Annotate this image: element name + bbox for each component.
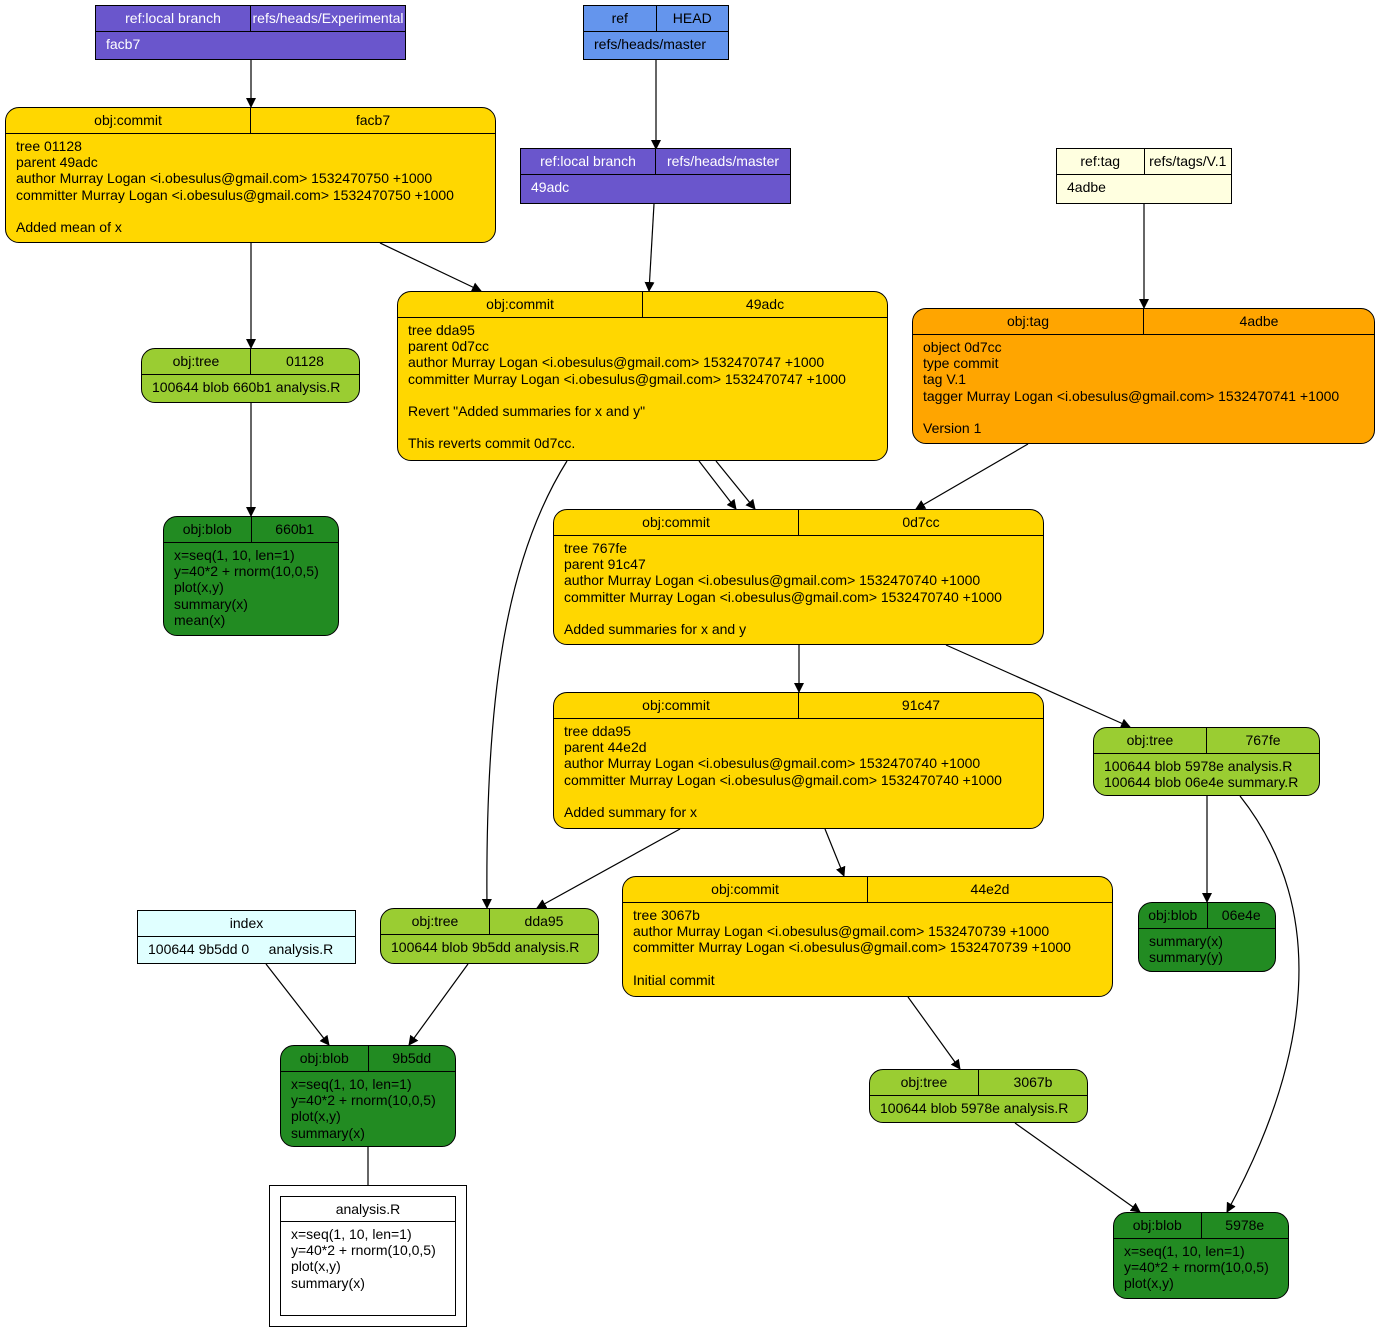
node-body: 49adc bbox=[531, 179, 570, 195]
file-name: analysis.R bbox=[335, 1201, 401, 1217]
node-type: obj:commit bbox=[642, 514, 710, 530]
node-body: 100644 9b5dd 0 analysis.R bbox=[148, 941, 334, 957]
node-body: 100644 blob 660b1 analysis.R bbox=[152, 379, 341, 395]
tree-3067b[interactable]: obj:tree 3067b 100644 blob 5978e analysis… bbox=[869, 1069, 1088, 1123]
tree-01128[interactable]: obj:tree 01128 100644 blob 660b1 analysis… bbox=[141, 348, 360, 403]
file-content: x=seq(1, 10, len=1) y=40*2 + rnorm(10,0,… bbox=[291, 1226, 436, 1291]
index[interactable]: index 100644 9b5dd 0 analysis.R bbox=[137, 910, 356, 964]
node-id: 767fe bbox=[1206, 728, 1319, 753]
node-type: ref:local branch bbox=[125, 10, 221, 26]
tree-dda95[interactable]: obj:tree dda95 100644 blob 9b5dd analysis… bbox=[380, 908, 599, 964]
edge-tree-767fe-to-blob-5978e bbox=[1226, 795, 1300, 1213]
node-id: 660b1 bbox=[250, 517, 339, 542]
node-type: obj:blob bbox=[182, 521, 232, 537]
node-type: index bbox=[229, 915, 264, 931]
node-body: tree dda95 parent 0d7cc author Murray Lo… bbox=[408, 322, 846, 452]
tag-4adbe[interactable]: obj:tag 4adbe object 0d7cc type commit ta… bbox=[912, 308, 1375, 444]
node-id: refs/heads/Experimental bbox=[250, 6, 405, 31]
commit-49adc[interactable]: obj:commit 49adc tree dda95 parent 0d7cc … bbox=[397, 291, 888, 461]
edge-tree-dda95-to-blob-9b5dd bbox=[408, 963, 469, 1046]
node-type: ref:tag bbox=[1080, 153, 1121, 169]
node-id: 5978e bbox=[1200, 1213, 1289, 1238]
node-type: ref:local branch bbox=[540, 153, 636, 169]
node-body: 100644 blob 9b5dd analysis.R bbox=[391, 939, 580, 955]
blob-06e4e[interactable]: obj:blob 06e4e summary(x) summary(y) bbox=[1138, 902, 1276, 972]
node-type: obj:tag bbox=[1006, 313, 1050, 329]
blob-5978e[interactable]: obj:blob 5978e x=seq(1, 10, len=1) y=40*2… bbox=[1113, 1212, 1289, 1299]
edge-tree-3067b-to-blob-5978e bbox=[1014, 1122, 1141, 1213]
node-body: facb7 bbox=[106, 36, 141, 52]
edge-commit-facb7-to-commit-49adc bbox=[379, 242, 482, 292]
node-id: 0d7cc bbox=[798, 510, 1043, 535]
edge-commit-0d7cc-to-tree-767fe bbox=[945, 644, 1131, 728]
node-type: obj:blob bbox=[299, 1050, 349, 1066]
node-type: obj:commit bbox=[642, 697, 710, 713]
ref-master-branch[interactable]: ref:local branch refs/heads/master 49adc bbox=[520, 148, 791, 204]
node-body: object 0d7cc type commit tag V.1 tagger … bbox=[923, 339, 1340, 437]
edge-commit-49adc-to-tree-dda95 bbox=[481, 460, 568, 909]
node-type: obj:tree bbox=[411, 913, 459, 929]
node-body: x=seq(1, 10, len=1) y=40*2 + rnorm(10,0,… bbox=[174, 547, 319, 628]
node-id: facb7 bbox=[250, 108, 495, 133]
node-id: dda95 bbox=[489, 909, 598, 934]
node-id: refs/heads/master bbox=[655, 149, 790, 174]
edge-commit-49adc-to-commit-0d7cc-a bbox=[698, 460, 737, 510]
edge-commit-44e2d-to-tree-3067b bbox=[907, 996, 961, 1070]
tree-767fe[interactable]: obj:tree 767fe 100644 blob 5978e analysis… bbox=[1093, 727, 1320, 796]
node-type: ref bbox=[611, 10, 628, 26]
node-id: HEAD bbox=[655, 6, 729, 31]
commit-91c47[interactable]: obj:commit 91c47 tree dda95 parent 44e2d … bbox=[553, 692, 1044, 829]
node-body: 100644 blob 5978e analysis.R bbox=[880, 1100, 1069, 1116]
working-file-analysis-r[interactable]: analysis.R x=seq(1, 10, len=1) y=40*2 + … bbox=[280, 1196, 456, 1316]
node-id: 44e2d bbox=[867, 877, 1112, 902]
node-id: 91c47 bbox=[798, 693, 1043, 718]
node-type: obj:tree bbox=[172, 353, 220, 369]
node-id: 06e4e bbox=[1206, 903, 1276, 928]
node-type: obj:blob bbox=[1132, 1217, 1182, 1233]
node-body: summary(x) summary(y) bbox=[1149, 933, 1223, 966]
edge-tag-4adbe-to-commit-0d7cc bbox=[915, 443, 1029, 510]
node-body: refs/heads/master bbox=[594, 36, 707, 52]
node-id: 4adbe bbox=[1143, 309, 1374, 334]
node-body: 100644 blob 5978e analysis.R 100644 blob… bbox=[1104, 758, 1299, 791]
node-id: 49adc bbox=[642, 292, 887, 317]
node-id: 01128 bbox=[250, 349, 359, 374]
commit-0d7cc[interactable]: obj:commit 0d7cc tree 767fe parent 91c47 … bbox=[553, 509, 1044, 645]
node-type: obj:commit bbox=[711, 881, 779, 897]
node-body: x=seq(1, 10, len=1) y=40*2 + rnorm(10,0,… bbox=[291, 1076, 436, 1141]
node-body: 4adbe bbox=[1067, 179, 1106, 195]
node-id: 3067b bbox=[978, 1070, 1087, 1095]
commit-facb7[interactable]: obj:commit facb7 tree 01128 parent 49adc … bbox=[5, 107, 496, 243]
node-id: refs/tags/V.1 bbox=[1143, 149, 1232, 174]
commit-44e2d[interactable]: obj:commit 44e2d tree 3067b author Murray… bbox=[622, 876, 1113, 997]
node-body: tree 01128 parent 49adc author Murray Lo… bbox=[16, 138, 454, 236]
node-body: tree 767fe parent 91c47 author Murray Lo… bbox=[564, 540, 1002, 638]
blob-660b1[interactable]: obj:blob 660b1 x=seq(1, 10, len=1) y=40*2… bbox=[163, 516, 339, 636]
blob-9b5dd[interactable]: obj:blob 9b5dd x=seq(1, 10, len=1) y=40*2… bbox=[280, 1045, 456, 1147]
node-body: tree 3067b author Murray Logan <i.obesul… bbox=[633, 907, 1071, 988]
ref-tag-v1[interactable]: ref:tag refs/tags/V.1 4adbe bbox=[1056, 148, 1232, 204]
node-type: obj:tree bbox=[900, 1074, 948, 1090]
edge-master-to-commit-49adc bbox=[644, 203, 655, 292]
node-type: obj:commit bbox=[486, 296, 554, 312]
edge-commit-91c47-to-tree-dda95 bbox=[536, 828, 681, 909]
node-body: x=seq(1, 10, len=1) y=40*2 + rnorm(10,0,… bbox=[1124, 1243, 1269, 1292]
node-type: obj:commit bbox=[94, 112, 162, 128]
node-type: obj:tree bbox=[1126, 732, 1174, 748]
edge-commit-91c47-to-commit-44e2d bbox=[824, 828, 846, 877]
edge-index-to-blob-9b5dd bbox=[265, 963, 330, 1046]
edge-commit-49adc-to-commit-0d7cc-b bbox=[715, 460, 756, 510]
node-id: 9b5dd bbox=[367, 1046, 456, 1071]
ref-head[interactable]: ref HEAD refs/heads/master bbox=[583, 5, 729, 60]
node-body: tree dda95 parent 44e2d author Murray Lo… bbox=[564, 723, 1002, 821]
node-type: obj:blob bbox=[1148, 907, 1198, 923]
